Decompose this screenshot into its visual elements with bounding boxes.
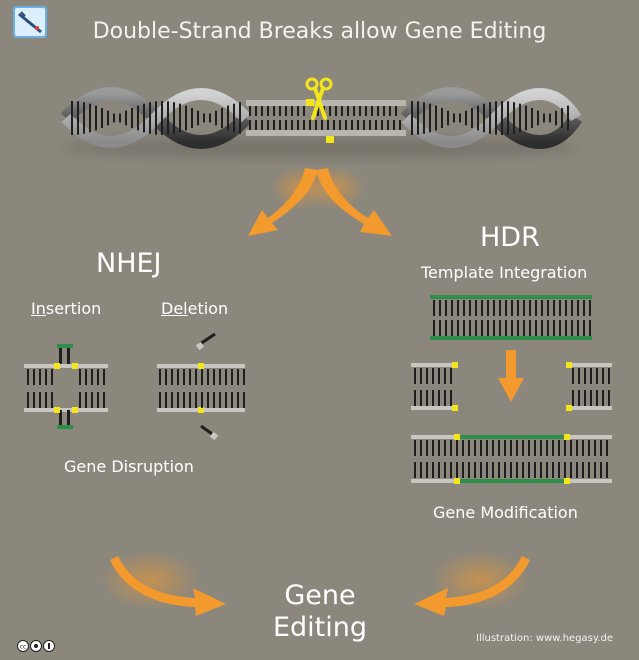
insertion-label-rest: sertion: [45, 299, 102, 318]
deletion-label: Deletion: [161, 299, 228, 318]
illustration-credit[interactable]: Illustration: www.hegasy.de: [476, 633, 614, 644]
broken-dna-right: [566, 362, 612, 411]
deletion-label-underlined: Del: [161, 299, 188, 318]
nhej-heading: NHEJ: [96, 248, 162, 279]
page-title: Double-Strand Breaks allow Gene Editing: [92, 19, 547, 44]
deletion-label-rest: etion: [187, 299, 229, 318]
svg-text:cc: cc: [20, 644, 27, 651]
arrow-down-hdr: [498, 350, 524, 402]
gene-modification-label: Gene Modification: [433, 503, 578, 522]
insertion-label: Insertion: [31, 299, 101, 318]
arrow-modification-to-editing: [414, 550, 530, 616]
break-marker-bottom: [326, 136, 334, 143]
arrow-disruption-to-editing: [100, 550, 226, 616]
arrow-to-hdr: [305, 166, 392, 236]
gene-disruption-label: Gene Disruption: [64, 457, 194, 476]
template-integration-label: Template Integration: [421, 263, 588, 282]
gene-editing-line1: Gene: [284, 580, 356, 611]
insertion-label-underlined: In: [31, 299, 46, 318]
template-dna: [430, 295, 592, 340]
deletion-dna: [157, 332, 245, 441]
broken-dna-left: [411, 362, 458, 411]
scissors-icon: [305, 77, 333, 120]
hdr-heading: HDR: [480, 222, 540, 253]
gene-editing-line2: Editing: [272, 612, 368, 643]
break-marker-top: [306, 99, 314, 106]
dna-helix-middle: [246, 99, 406, 143]
modified-dna: [411, 434, 612, 484]
creative-commons-icon[interactable]: cc: [17, 640, 61, 652]
helix-shadow: [60, 138, 580, 158]
logo-icon[interactable]: [13, 6, 47, 38]
dna-helix-right: [400, 87, 582, 149]
dna-helix-left: [60, 87, 252, 149]
insertion-dna: [24, 344, 108, 429]
